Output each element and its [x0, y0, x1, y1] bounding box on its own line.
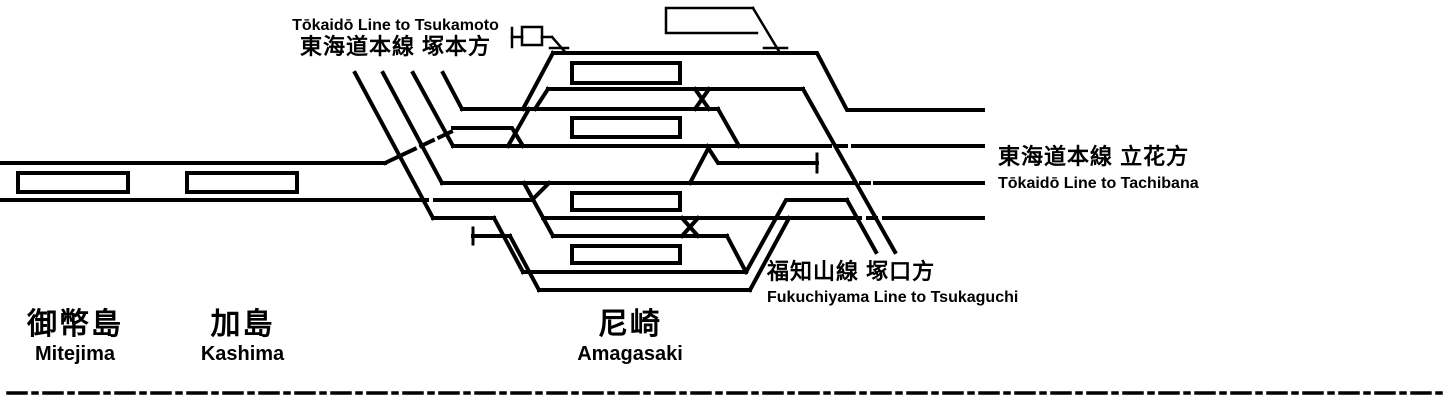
- platform-amagasaki-1: [570, 61, 682, 85]
- tsukamoto-diagonal-1: [352, 70, 436, 221]
- tsukamoto-diagonal-2: [380, 70, 445, 186]
- platform-mitejima: [16, 171, 130, 194]
- yard-left-lead: [550, 35, 568, 55]
- scissors-crossing-lower-b: [679, 215, 701, 239]
- yard-right-lead: [751, 6, 782, 55]
- ramp-7-to-9: [507, 233, 542, 293]
- platform-amagasaki-3: [570, 191, 682, 212]
- tozai-upper-track-east: [451, 126, 526, 149]
- crossover-6-to-4: [687, 144, 712, 186]
- scissors-crossing-upper-b: [692, 86, 712, 112]
- track-2-west-leg: [532, 86, 551, 112]
- tsukamoto-diagonal-4: [440, 70, 465, 112]
- fukuchiyama-ramp-b: [743, 198, 849, 275]
- station-kashima-ja: 加島: [210, 308, 275, 341]
- track-9-east-rise: [747, 215, 792, 293]
- fukuchiyama-diagonal-a: [800, 86, 898, 255]
- station-label-mitejima: 御幣島 Mitejima: [0, 308, 150, 365]
- platforms: [16, 61, 682, 265]
- fukuchiyama-tsukaguchi-tracks: [743, 86, 898, 275]
- crossover-4-to-3: [505, 106, 532, 149]
- station-mitejima-ja: 御幣島: [27, 308, 123, 341]
- yard-left-building: [520, 25, 544, 47]
- direction-tsukamoto-ja: 東海道本線 塚本方: [299, 33, 492, 59]
- yard-symbol-left: [510, 25, 570, 55]
- direction-tachibana-en: Tōkaidō Line to Tachibana: [998, 175, 1199, 193]
- direction-label-tachibana: 東海道本線 立花方 Tōkaidō Line to Tachibana: [998, 144, 1199, 193]
- direction-label-tsukamoto: Tōkaidō Line to Tsukamoto 東海道本線 塚本方: [268, 17, 523, 59]
- direction-tsukamoto-en: Tōkaidō Line to Tsukamoto: [292, 17, 499, 34]
- yard-right-outline: [664, 6, 759, 35]
- tokaido-tsukamoto-tracks: [352, 70, 465, 221]
- track-7-east-leg: [724, 233, 749, 275]
- station-kashima-en: Kashima: [200, 343, 285, 365]
- track-1-west-leg: [520, 50, 556, 112]
- direction-label-tsukaguchi: 福知山線 塚口方 Fukuchiyama Line to Tsukaguchi: [767, 259, 1019, 307]
- track-3-east-merge: [715, 106, 742, 149]
- direction-tachibana-ja: 東海道本線 立花方: [998, 144, 1190, 169]
- direction-tsukaguchi-en: Fukuchiyama Line to Tsukaguchi: [767, 289, 1019, 307]
- station-amagasaki-ja: 尼崎: [598, 308, 662, 341]
- station-tracks: [431, 50, 985, 293]
- direction-tsukaguchi-ja: 福知山線 塚口方: [767, 259, 936, 284]
- platform-kashima: [185, 171, 299, 194]
- yard-symbol-right: [664, 6, 789, 55]
- station-amagasaki-en: Amagasaki: [577, 343, 683, 365]
- track-1: [551, 51, 985, 112]
- siding-east: [704, 143, 819, 165]
- ramp-6-to-8: [491, 215, 526, 275]
- crossover-west-p3: [521, 180, 556, 239]
- platform-amagasaki-4: [570, 244, 682, 265]
- tsukamoto-diagonal-3: [410, 70, 456, 149]
- station-label-kashima: 加島 Kashima: [170, 308, 315, 365]
- fukuchiyama-diagonal-b: [844, 197, 879, 255]
- station-mitejima-en: Mitejima: [34, 343, 116, 365]
- platform-amagasaki-2: [570, 116, 682, 139]
- station-label-amagasaki: 尼崎 Amagasaki: [555, 308, 705, 365]
